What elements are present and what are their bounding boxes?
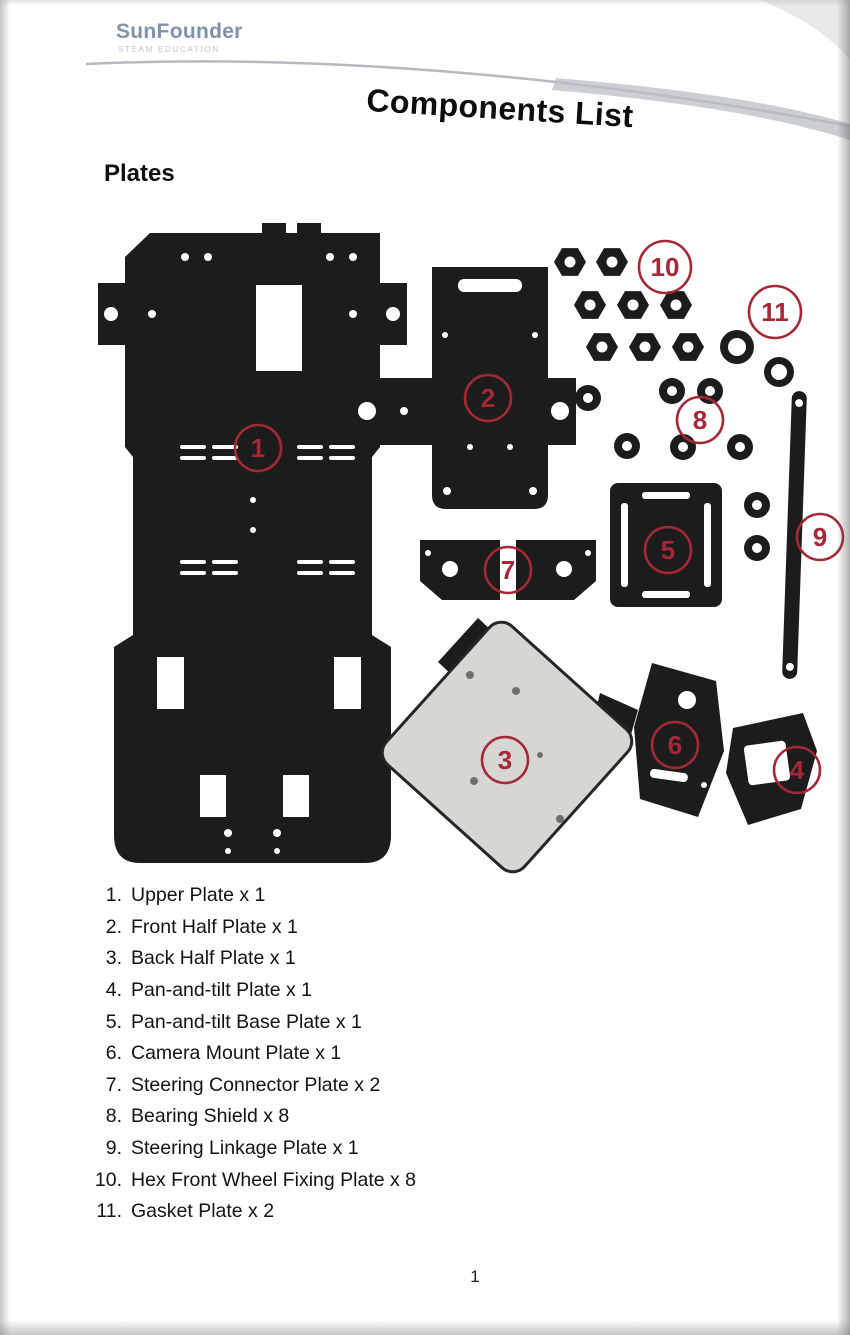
part-number: 9.	[105, 1137, 122, 1160]
callout-8-circle	[675, 395, 725, 445]
callout-6-number: 6	[668, 730, 682, 760]
parts-list-item: 11. Gasket Plate x 2	[86, 1196, 416, 1228]
part-label: Front Half Plate x 1	[131, 915, 298, 938]
parts-list-item: 6. Camera Mount Plate x 1	[86, 1038, 416, 1070]
brand-tagline: STEAM EDUCATION	[118, 45, 220, 54]
part-label: Hex Front Wheel Fixing Plate x 8	[131, 1168, 417, 1191]
part-number: 3.	[105, 947, 122, 970]
parts-list-item: 7. Steering Connector Plate x 2	[86, 1070, 416, 1102]
brand-logo: SunFounder STEAM EDUCATION	[116, 20, 243, 54]
scan-edge-bottom	[0, 1320, 850, 1335]
part-label: Pan-and-tilt Base Plate x 1	[131, 1010, 362, 1033]
callout-2-number: 2	[481, 383, 495, 413]
part-label: Steering Connector Plate x 2	[131, 1073, 381, 1096]
brand-name: SunFounder	[116, 20, 243, 43]
callout-11-circle	[747, 284, 803, 340]
callout-7-number: 7	[501, 555, 515, 585]
header-swoosh	[85, 0, 850, 140]
callout-10-number: 10	[651, 252, 680, 282]
parts-list-item: 2. Front Half Plate x 1	[86, 912, 416, 944]
camera-mount-plate-shape	[634, 663, 724, 817]
callout-11-number: 11	[761, 297, 789, 327]
hex-nuts-group	[554, 248, 704, 361]
part-number: 2.	[105, 915, 122, 938]
part-number: 4.	[105, 979, 122, 1002]
part-number: 10.	[94, 1168, 122, 1191]
callout-7-circle	[483, 545, 533, 595]
callout-10-circle	[637, 239, 693, 295]
part-number: 8.	[105, 1105, 122, 1128]
part-number: 7.	[105, 1073, 122, 1096]
callout-5-number: 5	[661, 535, 675, 565]
part-label: Pan-and-tilt Plate x 1	[131, 979, 313, 1002]
callout-3-number: 3	[498, 745, 512, 775]
callout-8-number: 8	[693, 405, 707, 435]
callout-3-circle	[480, 735, 530, 785]
part-label: Back Half Plate x 1	[131, 947, 296, 970]
part-label: Gasket Plate x 2	[131, 1200, 275, 1223]
gasket-plates-group	[720, 330, 794, 387]
parts-list: 1. Upper Plate x 1 2. Front Half Plate x 1 3…	[86, 880, 416, 1228]
pan-tilt-base-plate-shape	[610, 483, 722, 607]
part-number: 11.	[96, 1200, 122, 1223]
callout-9-number: 9	[813, 522, 827, 552]
callout-5-circle	[643, 525, 693, 575]
part-number: 6.	[105, 1042, 122, 1065]
callout-1-number: 1	[251, 433, 265, 463]
page-number: 1	[470, 1267, 480, 1286]
steering-linkage-plate-shape	[782, 391, 807, 679]
upper-plate-shape	[98, 223, 407, 863]
callout-6-circle	[650, 720, 700, 770]
parts-list-item: 5. Pan-and-tilt Base Plate x 1	[86, 1006, 416, 1038]
callout-2-circle	[463, 373, 513, 423]
steering-connector-plates-shape	[420, 540, 596, 600]
part-number: 1.	[105, 884, 122, 907]
parts-list-item: 1. Upper Plate x 1	[86, 880, 416, 912]
pan-tilt-plate-shape	[726, 713, 817, 825]
parts-list-item: 9. Steering Linkage Plate x 1	[86, 1133, 416, 1165]
components-diagram: 1 2 3 4 5 6 7 8 9 10 11	[98, 223, 845, 874]
parts-list-item: 10. Hex Front Wheel Fixing Plate x 8	[86, 1164, 416, 1196]
back-half-plate-shape	[380, 618, 638, 874]
callout-4-circle	[772, 745, 822, 795]
part-label: Upper Plate x 1	[131, 884, 266, 907]
front-half-plate-shape	[344, 267, 576, 509]
callout-4-number: 4	[790, 755, 805, 785]
callout-1-circle	[233, 423, 283, 473]
callout-layer: 1 2 3 4 5 6 7 8 9 10 11	[233, 239, 845, 795]
parts-list-item: 4. Pan-and-tilt Plate x 1	[86, 975, 416, 1007]
part-label: Bearing Shield x 8	[131, 1105, 290, 1128]
section-heading: Plates	[104, 160, 175, 187]
part-label: Camera Mount Plate x 1	[131, 1042, 342, 1065]
parts-list-item: 3. Back Half Plate x 1	[86, 943, 416, 975]
part-label: Steering Linkage Plate x 1	[131, 1137, 359, 1160]
part-number: 5.	[105, 1010, 122, 1033]
parts-list-item: 8. Bearing Shield x 8	[86, 1101, 416, 1133]
